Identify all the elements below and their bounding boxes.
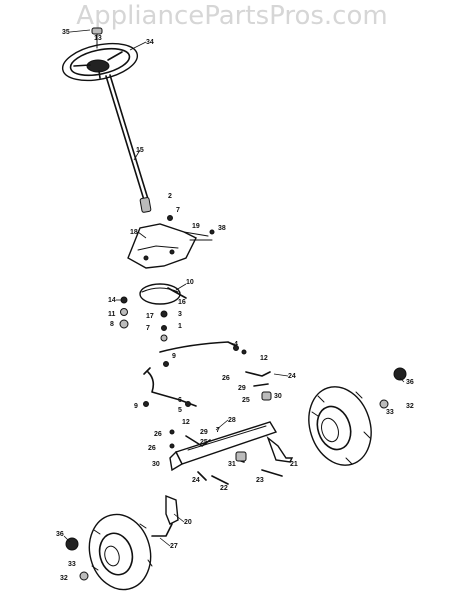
callout: 5 [178,407,182,414]
callout: 26 [148,445,156,452]
callout: 12 [182,419,190,426]
callout: 26 [154,431,162,438]
callout: 7 [176,207,180,214]
callout: 12 [260,355,268,362]
watermark-text: AppliancePartsPros.com [76,1,387,31]
callout: 18 [130,229,138,236]
callout: 25 [242,397,250,404]
callout: 7 [216,427,220,434]
callout: 23 [256,477,264,484]
callout: 9 [134,403,138,410]
callout: 9 [172,353,176,360]
callout: 33 [386,409,394,416]
callout: 26 [222,375,230,382]
steering-support-bracket [127,223,213,269]
drag-links [143,341,247,407]
callout: 33 [68,561,76,568]
spindle-arm-upper [245,371,272,401]
callout: 30 [274,393,282,400]
callout: 3 [178,311,182,318]
callout: 22 [220,485,228,492]
callout: 32 [60,575,68,582]
callout: 19 [192,223,200,230]
callout: 24 [192,477,200,484]
callout: 2 [168,193,172,200]
callout: 29 [200,429,208,436]
callout: 35 [62,29,70,36]
callout: 13 [94,35,102,42]
callout: 31 [228,461,236,468]
spindles [151,435,294,537]
callout: 10 [186,279,194,286]
callout: 17 [146,313,154,320]
steering-wheel [61,27,139,82]
callout: 14 [108,297,116,304]
callout: 30 [152,461,160,468]
right-wheel [308,367,407,466]
callout: 25 [200,439,208,446]
left-wheel [65,513,153,591]
callout: 34 [146,39,154,46]
callout: 24 [288,373,296,380]
callout: 20 [184,519,192,526]
callout-labels: 35 13 34 15 2 7 19 38 18 10 14 16 11 8 1… [56,29,414,582]
callout: 16 [178,299,186,306]
callout: 6 [178,397,182,404]
callout: 29 [238,385,246,392]
callout: 36 [406,379,414,386]
front-axle [169,421,283,485]
steering-shaft [105,74,152,213]
callout: 36 [56,531,64,538]
callout: 4 [234,341,238,348]
callout: 8 [110,321,114,328]
callout: 21 [290,461,298,468]
callout: 1 [178,323,182,330]
callout: 7 [146,325,150,332]
callout: 32 [406,403,414,410]
leader-lines [63,29,405,547]
callout: 11 [108,311,116,318]
fasteners [143,215,215,449]
steering-gear [119,283,187,342]
callout: 38 [218,225,226,232]
callout: 28 [228,417,236,424]
callout: 27 [170,543,178,550]
